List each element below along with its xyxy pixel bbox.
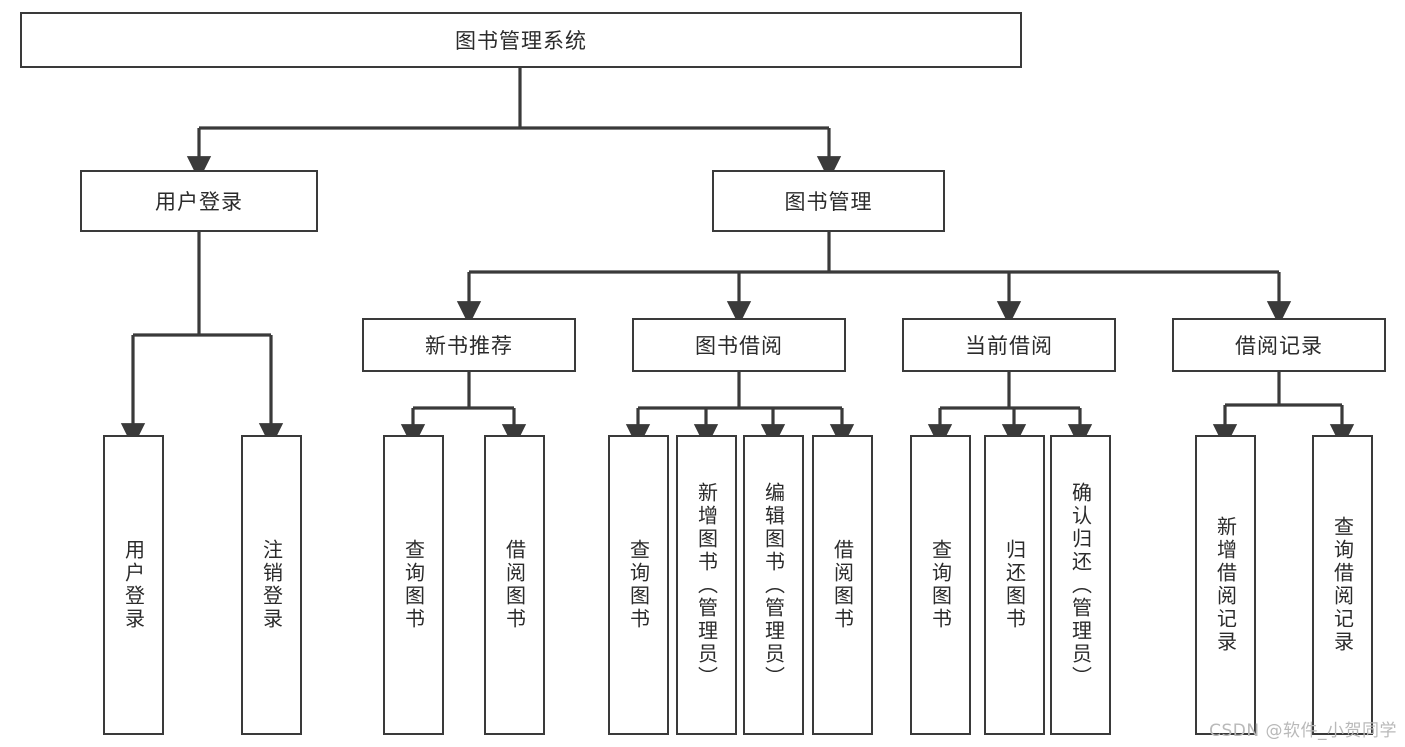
leaf-add-book[interactable]: 新增图书（管理员） xyxy=(676,435,737,735)
node-borrow-record[interactable]: 借阅记录 xyxy=(1172,318,1386,372)
node-book-borrow[interactable]: 图书借阅 xyxy=(632,318,846,372)
leaf-add-record[interactable]: 新增借阅记录 xyxy=(1195,435,1256,735)
leaf-return-book[interactable]: 归还图书 xyxy=(984,435,1045,735)
node-borrow-record-label: 借阅记录 xyxy=(1235,334,1323,358)
leaf-user-login[interactable]: 用户登录 xyxy=(103,435,164,735)
node-current-borrow-label: 当前借阅 xyxy=(965,334,1053,358)
node-user-login-label: 用户登录 xyxy=(155,190,243,214)
leaf-add-record-label: 新增借阅记录 xyxy=(1213,516,1238,654)
leaf-query-record[interactable]: 查询借阅记录 xyxy=(1312,435,1373,735)
node-root-label: 图书管理系统 xyxy=(455,29,587,53)
leaf-borrow-book-2[interactable]: 借阅图书 xyxy=(812,435,873,735)
leaf-query-book-3[interactable]: 查询图书 xyxy=(910,435,971,735)
node-new-book-recommend-label: 新书推荐 xyxy=(425,334,513,358)
leaf-edit-book-label: 编辑图书（管理员） xyxy=(761,481,786,689)
leaf-borrow-book-1-label: 借阅图书 xyxy=(502,539,527,631)
leaf-query-book-1[interactable]: 查询图书 xyxy=(383,435,444,735)
node-current-borrow[interactable]: 当前借阅 xyxy=(902,318,1116,372)
node-book-management[interactable]: 图书管理 xyxy=(712,170,945,232)
node-book-management-label: 图书管理 xyxy=(784,190,873,214)
node-root[interactable]: 图书管理系统 xyxy=(20,12,1022,68)
leaf-logout[interactable]: 注销登录 xyxy=(241,435,302,735)
node-book-borrow-label: 图书借阅 xyxy=(695,334,783,358)
leaf-query-record-label: 查询借阅记录 xyxy=(1330,516,1355,654)
leaf-edit-book[interactable]: 编辑图书（管理员） xyxy=(743,435,804,735)
leaf-add-book-label: 新增图书（管理员） xyxy=(694,481,719,689)
watermark: CSDN @软件_小贺同学 xyxy=(1209,721,1397,741)
node-new-book-recommend[interactable]: 新书推荐 xyxy=(362,318,576,372)
leaf-borrow-book-1[interactable]: 借阅图书 xyxy=(484,435,545,735)
leaf-return-book-label: 归还图书 xyxy=(1002,539,1027,631)
leaf-logout-label: 注销登录 xyxy=(259,539,284,631)
leaf-confirm-return[interactable]: 确认归还（管理员） xyxy=(1050,435,1111,735)
leaf-query-book-2-label: 查询图书 xyxy=(626,539,651,631)
node-user-login[interactable]: 用户登录 xyxy=(80,170,318,232)
leaf-query-book-1-label: 查询图书 xyxy=(401,539,426,631)
leaf-query-book-3-label: 查询图书 xyxy=(928,539,953,631)
leaf-user-login-label: 用户登录 xyxy=(121,539,146,631)
leaf-query-book-2[interactable]: 查询图书 xyxy=(608,435,669,735)
leaf-borrow-book-2-label: 借阅图书 xyxy=(830,539,855,631)
leaf-confirm-return-label: 确认归还（管理员） xyxy=(1068,481,1093,689)
